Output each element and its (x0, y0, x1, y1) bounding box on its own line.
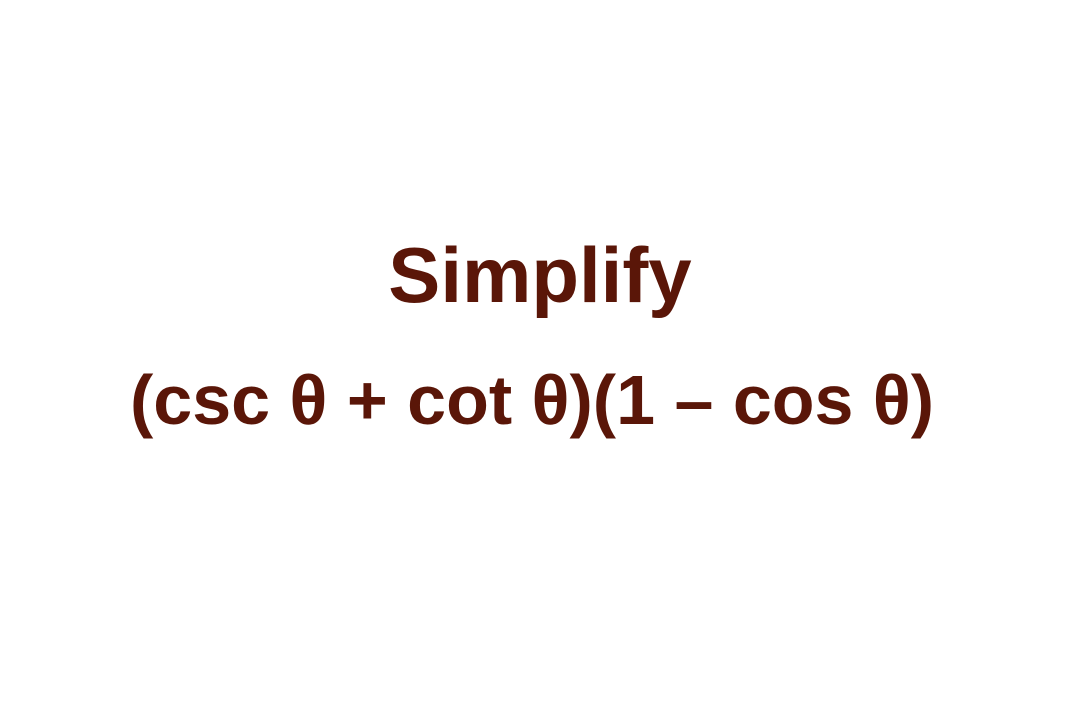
slide-title: Simplify (388, 231, 692, 319)
math-expression: (csc θ + cot θ)(1 – cos θ) (130, 361, 935, 439)
